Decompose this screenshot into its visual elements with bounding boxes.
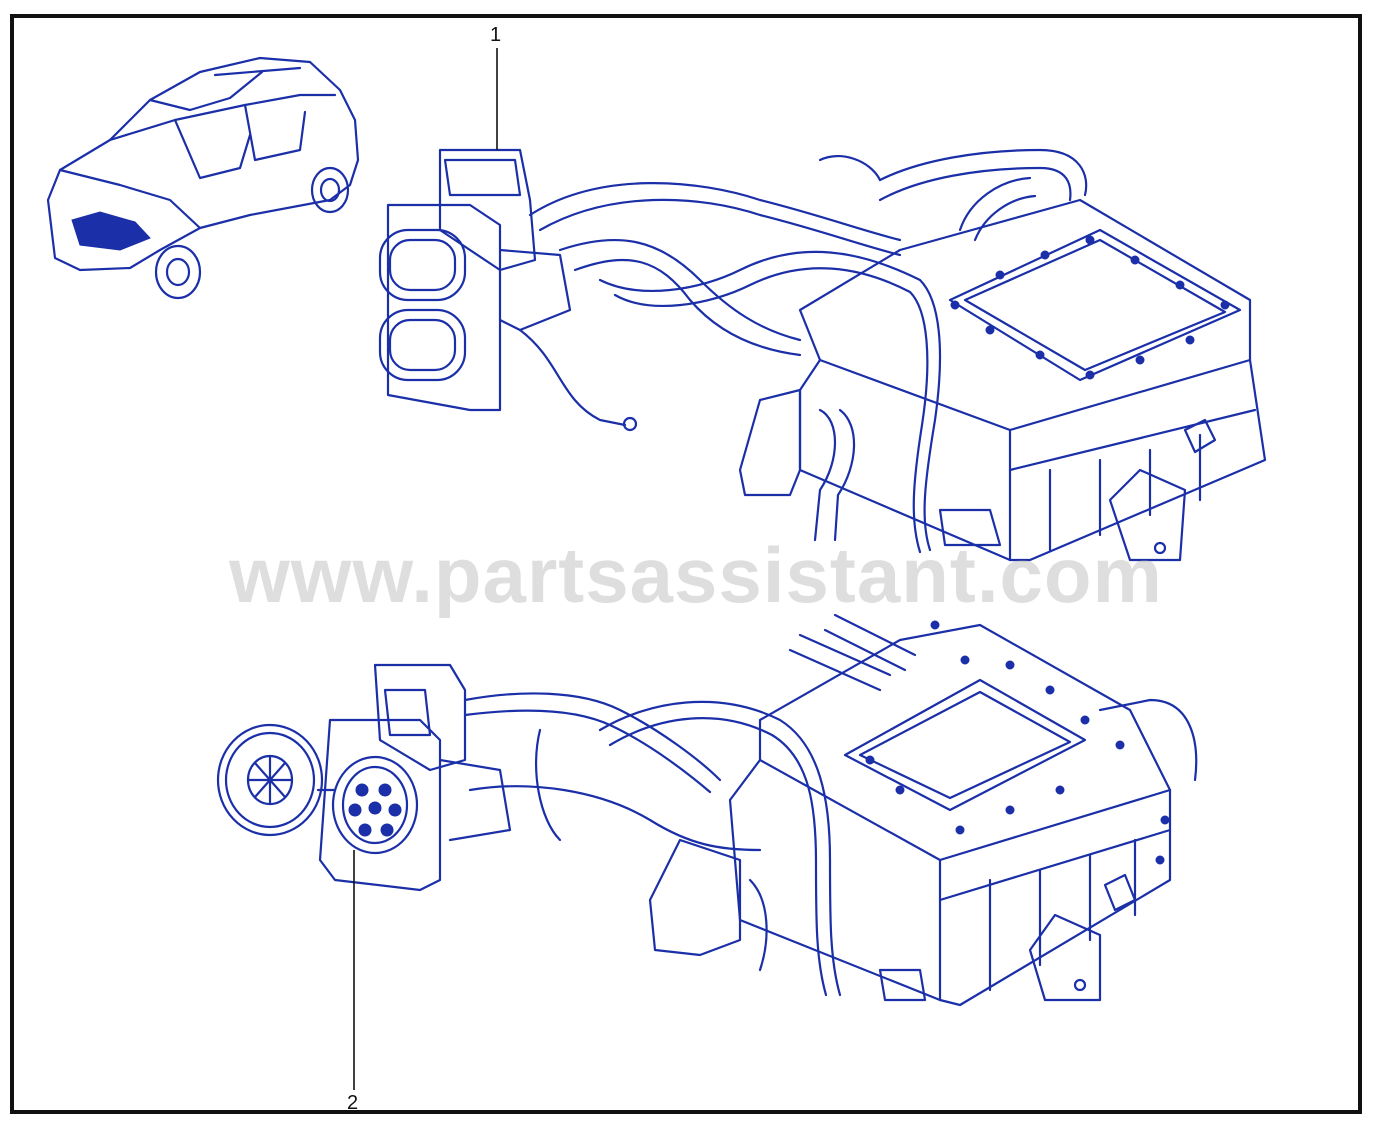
diagram-frame <box>10 14 1362 1114</box>
assembly-2 <box>216 613 1198 1007</box>
vehicle-thumbnail <box>46 56 360 300</box>
callout-1-label[interactable]: 1 <box>490 24 502 46</box>
callout-2-label[interactable]: 2 <box>347 1092 359 1114</box>
assembly-1 <box>378 148 1267 562</box>
